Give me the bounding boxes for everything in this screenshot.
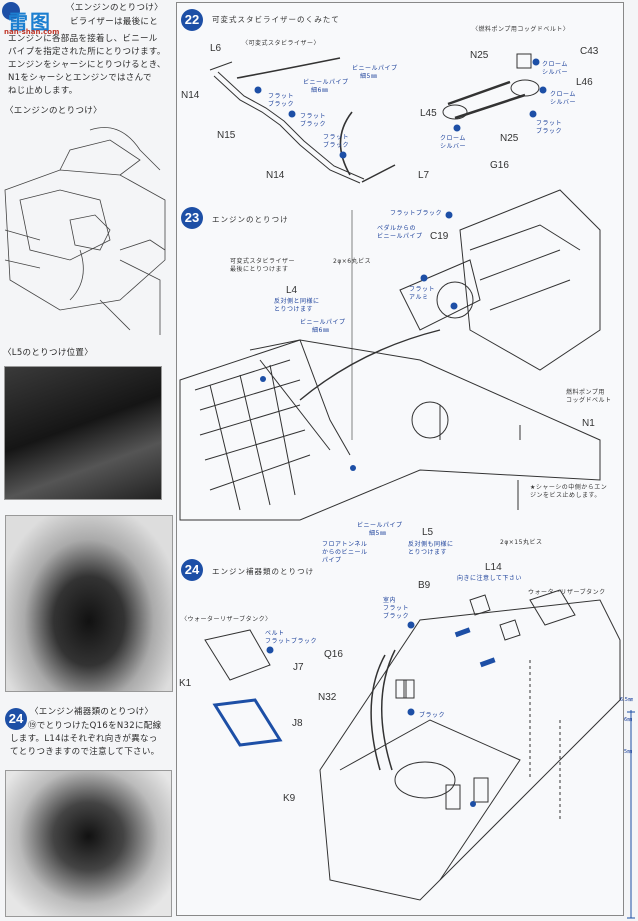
note-direction: 向きに注意して下さい <box>457 575 522 582</box>
note-flat-aluminum: フラットアルミ <box>409 286 436 301</box>
part-N14: N14 <box>181 90 200 101</box>
note-pipe6: ビニールパイプ細6㎜ <box>303 79 349 94</box>
scale-5mm: 5㎜ <box>624 749 633 755</box>
note-flat-black: フラットブラック <box>536 120 563 135</box>
intro-line: ねじ止めします。 <box>8 86 78 96</box>
note-water-tank: ウォーターリザーブタンク <box>528 589 606 596</box>
note-chrome-silver: クロームシルバー <box>550 91 577 106</box>
intro-heading: 〈エンジンのとりつけ〉 <box>66 3 163 13</box>
part-L46: L46 <box>576 77 593 88</box>
intro-line: ビライザーは最後にと <box>70 17 159 27</box>
note-belt-flat-black: ベルトフラットブラック <box>265 630 318 645</box>
intro-line: エンジンをシャーシにとりつけるとき、 <box>8 60 166 70</box>
engine-sketch-illustration <box>4 127 166 335</box>
part-N14: N14 <box>266 170 285 181</box>
step24-line: ⑲でとりつけたQ16をN32に配線 <box>28 721 162 731</box>
note-stabilizer-last: 可変式スタビライザー最後にとりつけます <box>230 258 296 273</box>
part-N25: N25 <box>470 50 489 61</box>
part-N1: N1 <box>582 418 595 429</box>
part-Q16: Q16 <box>324 649 343 660</box>
note-same-side-2: 反対側も同様にとりつけます <box>408 541 454 556</box>
part-N25: N25 <box>500 133 519 144</box>
part-L6: L6 <box>210 43 222 54</box>
step22-title: 可変式スタビライザーのくみたて <box>212 15 340 24</box>
watermark-subtext: nan-shan.com <box>4 28 60 36</box>
intro-line: エンジンに各部品を接着し、ビニール <box>8 34 158 44</box>
step22-sub-right: 〈燃料ポンプ用コッグドベルト〉 <box>472 26 570 33</box>
step24-line: します。L14はそれぞれ向きが異なっ <box>10 734 158 744</box>
step24-sub-left: 〈ウォーターリザーブタンク〉 <box>181 616 272 623</box>
step-22-badge: 22 <box>181 9 203 31</box>
step24-title: エンジン補器類のとりつけ <box>212 567 315 576</box>
intro-text: ビライザーは最後にと エンジンに各部品を接着し、ビニール パイプを指定された所に… <box>8 16 173 98</box>
watermark-logo: 雷图 nan-shan.com <box>2 2 60 36</box>
note-screw-6: 2φ×6丸ビス <box>333 258 372 265</box>
part-J8: J8 <box>292 718 303 729</box>
note-floor-tunnel-pipe: フロアトンネルからのビニールパイプ <box>322 541 368 564</box>
note-black: ブラック <box>419 712 446 719</box>
part-L4: L4 <box>286 285 298 296</box>
part-N15: N15 <box>217 130 236 141</box>
part-B9: B9 <box>418 580 431 591</box>
note-flat-black: フラットブラック <box>323 134 350 149</box>
note-interior-flat-black: 室内フラットブラック <box>383 597 410 620</box>
note-pipe5: ビニールパイプ細5㎜ <box>357 522 403 537</box>
part-K9: K9 <box>283 793 296 804</box>
step22-sub-left: 〈可変式スタビライザー〉 <box>242 40 321 47</box>
watermark-text: 雷图 <box>8 10 52 34</box>
part-G16: G16 <box>490 160 509 171</box>
note-flat-black: フラットブラック <box>390 210 443 217</box>
step-24-badge: 24 <box>5 708 27 730</box>
note-chassis: ★シャーシの中側からエンジンをビス止めします。 <box>530 484 608 499</box>
note-flat-black: フラットブラック <box>300 113 327 128</box>
part-C43: C43 <box>580 46 599 57</box>
photo-l5-position <box>4 366 162 500</box>
scale-6-5mm: 6.5㎜ <box>620 697 633 703</box>
part-L45: L45 <box>420 108 437 119</box>
scale-6mm: 6㎜ <box>624 717 633 723</box>
note-chrome-silver: クロームシルバー <box>440 135 467 150</box>
photo1-caption: 〈L5のとりつけ位置〉 <box>3 348 94 358</box>
note-flat-black: フラットブラック <box>268 93 295 108</box>
note-pedal-pipe: ペダルからのビニールパイプ <box>377 225 423 240</box>
photo-engine-installed <box>5 515 173 692</box>
part-N32: N32 <box>318 692 337 703</box>
part-L7: L7 <box>418 170 430 181</box>
step24-left-heading: 〈エンジン補器類のとりつけ〉 <box>30 707 154 717</box>
step24-line: てとりつきますので注意して下さい。 <box>10 747 160 757</box>
note-chrome-silver: クロームシルバー <box>542 61 569 76</box>
instruction-panel <box>176 2 624 916</box>
intro-line: パイプを指定された所にとりつけます。 <box>8 47 166 57</box>
step23-title: エンジンのとりつけ <box>212 215 289 224</box>
note-screw-15: 2φ×15丸ビス <box>500 539 543 546</box>
note-same-side: 反対側と同様にとりつけます <box>274 298 320 313</box>
part-C19: C19 <box>430 231 449 242</box>
part-L5: L5 <box>422 527 434 538</box>
photo-engine-accessories <box>5 770 172 917</box>
intro-line: N1をシャーシとエンジンではさんで <box>8 73 152 83</box>
note-pipe6: ビニールパイプ細6㎜ <box>300 319 346 334</box>
step-23-badge: 23 <box>181 207 203 229</box>
part-J7: J7 <box>293 662 304 673</box>
part-L14: L14 <box>485 562 502 573</box>
note-pipe5: ビニールパイプ細5㎜ <box>352 65 398 80</box>
part-K1: K1 <box>179 678 192 689</box>
note-cog-belt: 燃料ポンプ用コッグドベルト <box>566 389 612 404</box>
step-24-badge: 24 <box>181 559 203 581</box>
sketch-caption: 〈エンジンのとりつけ〉 <box>5 106 102 116</box>
step24-left-text: ⑲でとりつけたQ16をN32に配線 します。L14はそれぞれ向きが異なっ てとり… <box>10 720 175 759</box>
